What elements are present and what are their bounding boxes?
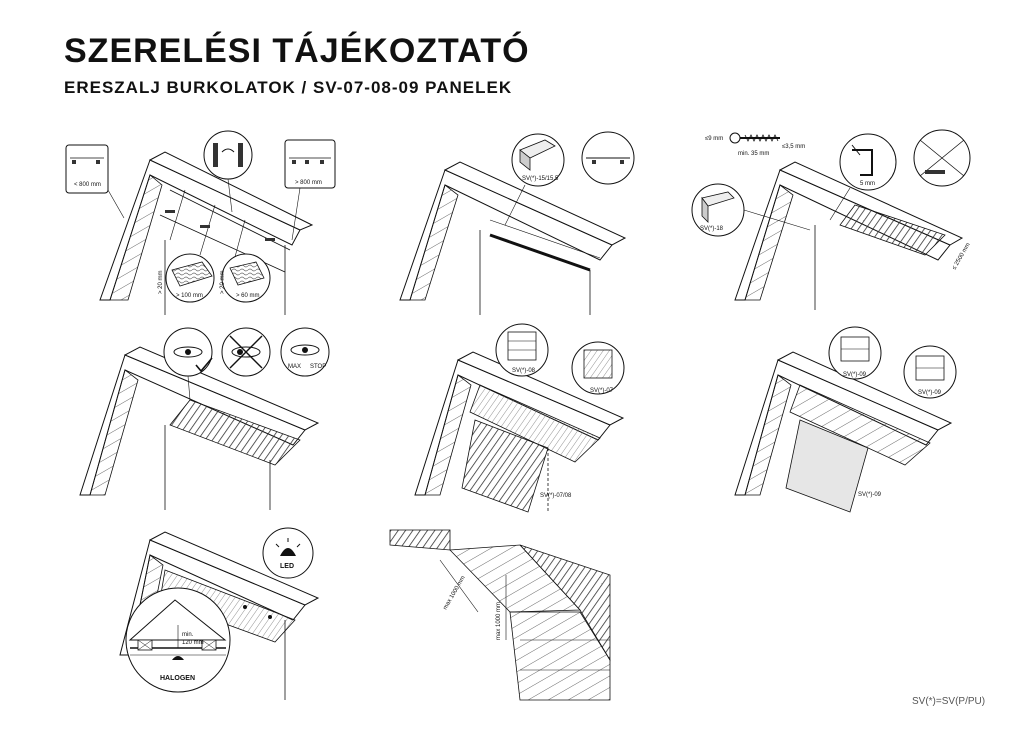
panel-b-label-6: SV(*)-09 bbox=[918, 390, 942, 396]
spacing-large-label: > 800 mm bbox=[295, 180, 322, 186]
screw-wrong-callout bbox=[221, 327, 271, 377]
gap-label: 5 mm bbox=[860, 181, 875, 187]
eave-panel-bottom bbox=[509, 611, 611, 701]
eave-top-left bbox=[389, 529, 451, 551]
batten-a-width-label: > 100 mm bbox=[176, 293, 203, 299]
panel-b-label-5: SV(*)-07 bbox=[590, 388, 614, 394]
step-7-drawing: LED min. 120 mm HALOGEN bbox=[119, 527, 320, 700]
led-callout: LED bbox=[262, 527, 314, 579]
roof-corner-2 bbox=[399, 161, 627, 315]
step-4-drawing: MAX STOP bbox=[79, 327, 330, 510]
screw-head-label: ≤9 mm bbox=[705, 136, 723, 142]
roof-corner-1 bbox=[99, 151, 314, 315]
halogen-callout: min. 120 mm HALOGEN bbox=[125, 587, 231, 693]
profile-label-2: SV(*)-15/15,5 bbox=[522, 176, 559, 182]
screw-shank-label: ≤3,5 mm bbox=[782, 144, 805, 150]
roof-corner-6: SV(*)-09 bbox=[734, 351, 953, 513]
step-1-drawing: < 800 mm > 800 mm > 20 mm > 100 mm bbox=[65, 130, 336, 315]
clearance-value-label: 120 mm bbox=[182, 640, 204, 646]
panel-combo-label: SV(*)-07/08 bbox=[540, 493, 572, 499]
screw-stop-callout: MAX STOP bbox=[280, 327, 330, 377]
step-8-drawing: max 1000 mm max 1000 mm bbox=[389, 529, 611, 701]
footnote: SV(*)=SV(P/PU) bbox=[912, 696, 986, 707]
step-3-drawing: ≤9 mm min. 35 mm ≤3,5 mm ≤ 2500 mm SV(*)… bbox=[691, 129, 972, 310]
step-2-drawing: SV(*)-15/15,5 bbox=[399, 131, 635, 315]
halogen-label: HALOGEN bbox=[160, 675, 195, 682]
joint-callout-2 bbox=[581, 131, 635, 185]
profile-label-3: SV(*)-18 bbox=[700, 226, 724, 232]
spacing-small-label: < 800 mm bbox=[74, 182, 101, 188]
panel-a-callout: SV(*)-08 bbox=[495, 323, 549, 377]
max-b-label: max 1000 mm bbox=[496, 602, 502, 640]
screw-length-label: min. 35 mm bbox=[738, 151, 769, 157]
led-label: LED bbox=[280, 563, 294, 570]
panel-a-label-6: SV(*)-09 bbox=[843, 372, 867, 378]
page-title: SZERELÉSI TÁJÉKOZTATÓ bbox=[64, 32, 530, 70]
step-6-drawing: SV(*)-09 SV(*)-09 SV(*)-09 bbox=[734, 326, 957, 513]
clip-callout-3: 5 mm bbox=[829, 133, 897, 221]
cross-callout-3 bbox=[913, 129, 971, 187]
batten-b-height-label: > 20 mm bbox=[220, 270, 226, 294]
detail-callout-joint bbox=[203, 130, 253, 213]
panel-a-label-5: SV(*)-08 bbox=[512, 368, 536, 374]
max-label: MAX bbox=[288, 364, 301, 370]
detail-callout-small-spacing: < 800 mm bbox=[65, 144, 125, 219]
batten-b-callout: > 20 mm > 60 mm bbox=[220, 253, 271, 303]
stop-label: STOP bbox=[310, 364, 326, 370]
roof-corner-5: SV(*)-07/08 bbox=[414, 351, 625, 513]
screw-correct-callout bbox=[163, 327, 213, 401]
step-5-drawing: SV(*)-07/08 SV(*)-08 SV(*)-07 bbox=[414, 323, 625, 513]
screw-spec: ≤9 mm min. 35 mm ≤3,5 mm bbox=[705, 132, 805, 157]
panel-b-callout: SV(*)-07 bbox=[571, 341, 625, 395]
batten-a-height-label: > 20 mm bbox=[158, 270, 164, 294]
panel-c-label-6: SV(*)-09 bbox=[858, 492, 882, 498]
detail-callout-large-spacing: > 800 mm bbox=[284, 139, 336, 241]
panel-b-callout-6: SV(*)-09 bbox=[903, 345, 957, 399]
max-span-label: ≤ 2500 mm bbox=[952, 242, 972, 271]
profile-callout-3: SV(*)-18 bbox=[691, 183, 811, 237]
page-subtitle: ERESZALJ BURKOLATOK / SV-07-08-09 PANELE… bbox=[64, 78, 513, 97]
panel-a-callout-6: SV(*)-09 bbox=[828, 326, 882, 380]
batten-a-callout: > 20 mm > 100 mm bbox=[158, 253, 215, 303]
clearance-min-label: min. bbox=[182, 632, 194, 638]
batten-b-width-label: > 60 mm bbox=[236, 293, 260, 299]
roof-corner-3: ≤ 2500 mm bbox=[734, 161, 972, 310]
profile-callout: SV(*)-15/15,5 bbox=[504, 133, 565, 226]
